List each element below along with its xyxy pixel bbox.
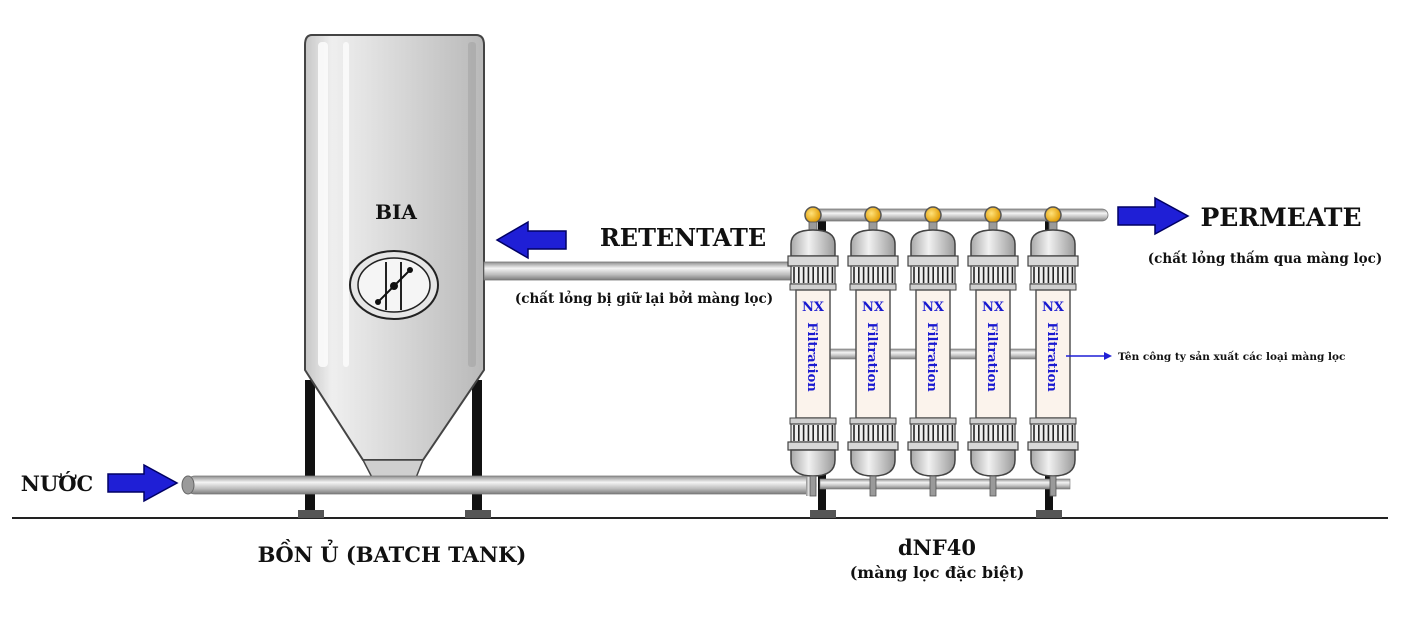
company-pointer-arrow (1066, 352, 1112, 360)
filter-text-label: Filtration (804, 322, 819, 392)
filter-module: NX Filtration (787, 206, 839, 497)
filter-module: NX Filtration (847, 206, 899, 497)
tank-content-label: BIA (375, 200, 417, 224)
filter-text-label: Filtration (924, 322, 939, 392)
retentate-label: RETENTATE (600, 223, 766, 252)
valve-icon (864, 206, 882, 224)
filter-brand-label: NX (982, 300, 1005, 315)
permeate-arrow (1117, 196, 1190, 236)
unit-name-label: dNF40 (898, 535, 976, 560)
filter-text-label: Filtration (1044, 322, 1059, 392)
retentate-arrow (495, 220, 567, 260)
filter-brand-label: NX (802, 300, 825, 315)
filter-brand-label: NX (862, 300, 885, 315)
permeate-header-pipe (811, 208, 1109, 222)
filter-text-label: Filtration (864, 322, 879, 392)
company-note: Tên công ty sản xuất các loại màng lọc (1118, 350, 1345, 363)
tank-legs (298, 380, 491, 518)
filter-module: NX Filtration (907, 206, 959, 497)
permeate-note: (chất lỏng thấm qua màng lọc) (1148, 251, 1382, 267)
retentate-note: (chất lỏng bị giữ lại bởi màng lọc) (515, 291, 773, 307)
valve-icon (804, 206, 822, 224)
valve-icon (924, 206, 942, 224)
filter-module: NX Filtration (1027, 206, 1079, 497)
filter-module: NX Filtration (967, 206, 1019, 497)
filter-membranes: NX Filtration NX Filtration NX Filtration NX Fi… (787, 206, 1079, 497)
tank-name-label: BỒN Ủ (BATCH TANK) (258, 539, 527, 567)
water-arrow (107, 463, 179, 503)
filter-text-label: Filtration (984, 322, 999, 392)
filter-brand-label: NX (1042, 300, 1065, 315)
batch-tank (304, 34, 485, 494)
unit-note-label: (màng lọc đặc biệt) (850, 563, 1025, 582)
water-label: NƯỚC (21, 471, 94, 496)
valve-icon (984, 206, 1002, 224)
valve-icon (1044, 206, 1062, 224)
water-pipe (185, 475, 817, 495)
filter-brand-label: NX (922, 300, 945, 315)
permeate-label: PERMEATE (1200, 203, 1361, 232)
retentate-pipe (483, 261, 795, 281)
